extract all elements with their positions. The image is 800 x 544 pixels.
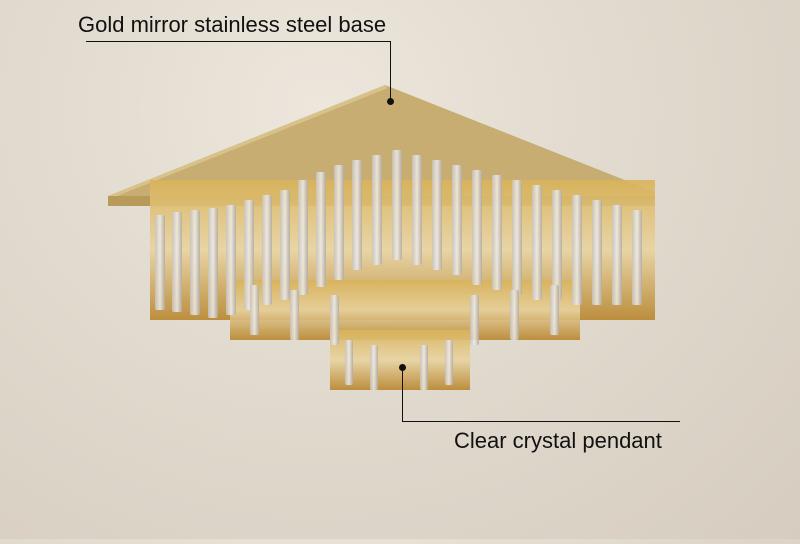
pendant-leader-line-horizontal [402,421,680,422]
base-annotation-label: Gold mirror stainless steel base [78,12,387,37]
pendant-annotation-label: Clear crystal pendant [454,428,662,453]
base-marker-dot [387,98,394,105]
pendant-leader-line-vertical [402,368,403,422]
base-leader-line-vertical [390,41,391,101]
base-leader-line-horizontal [86,41,391,42]
pendant-marker-dot [399,364,406,371]
